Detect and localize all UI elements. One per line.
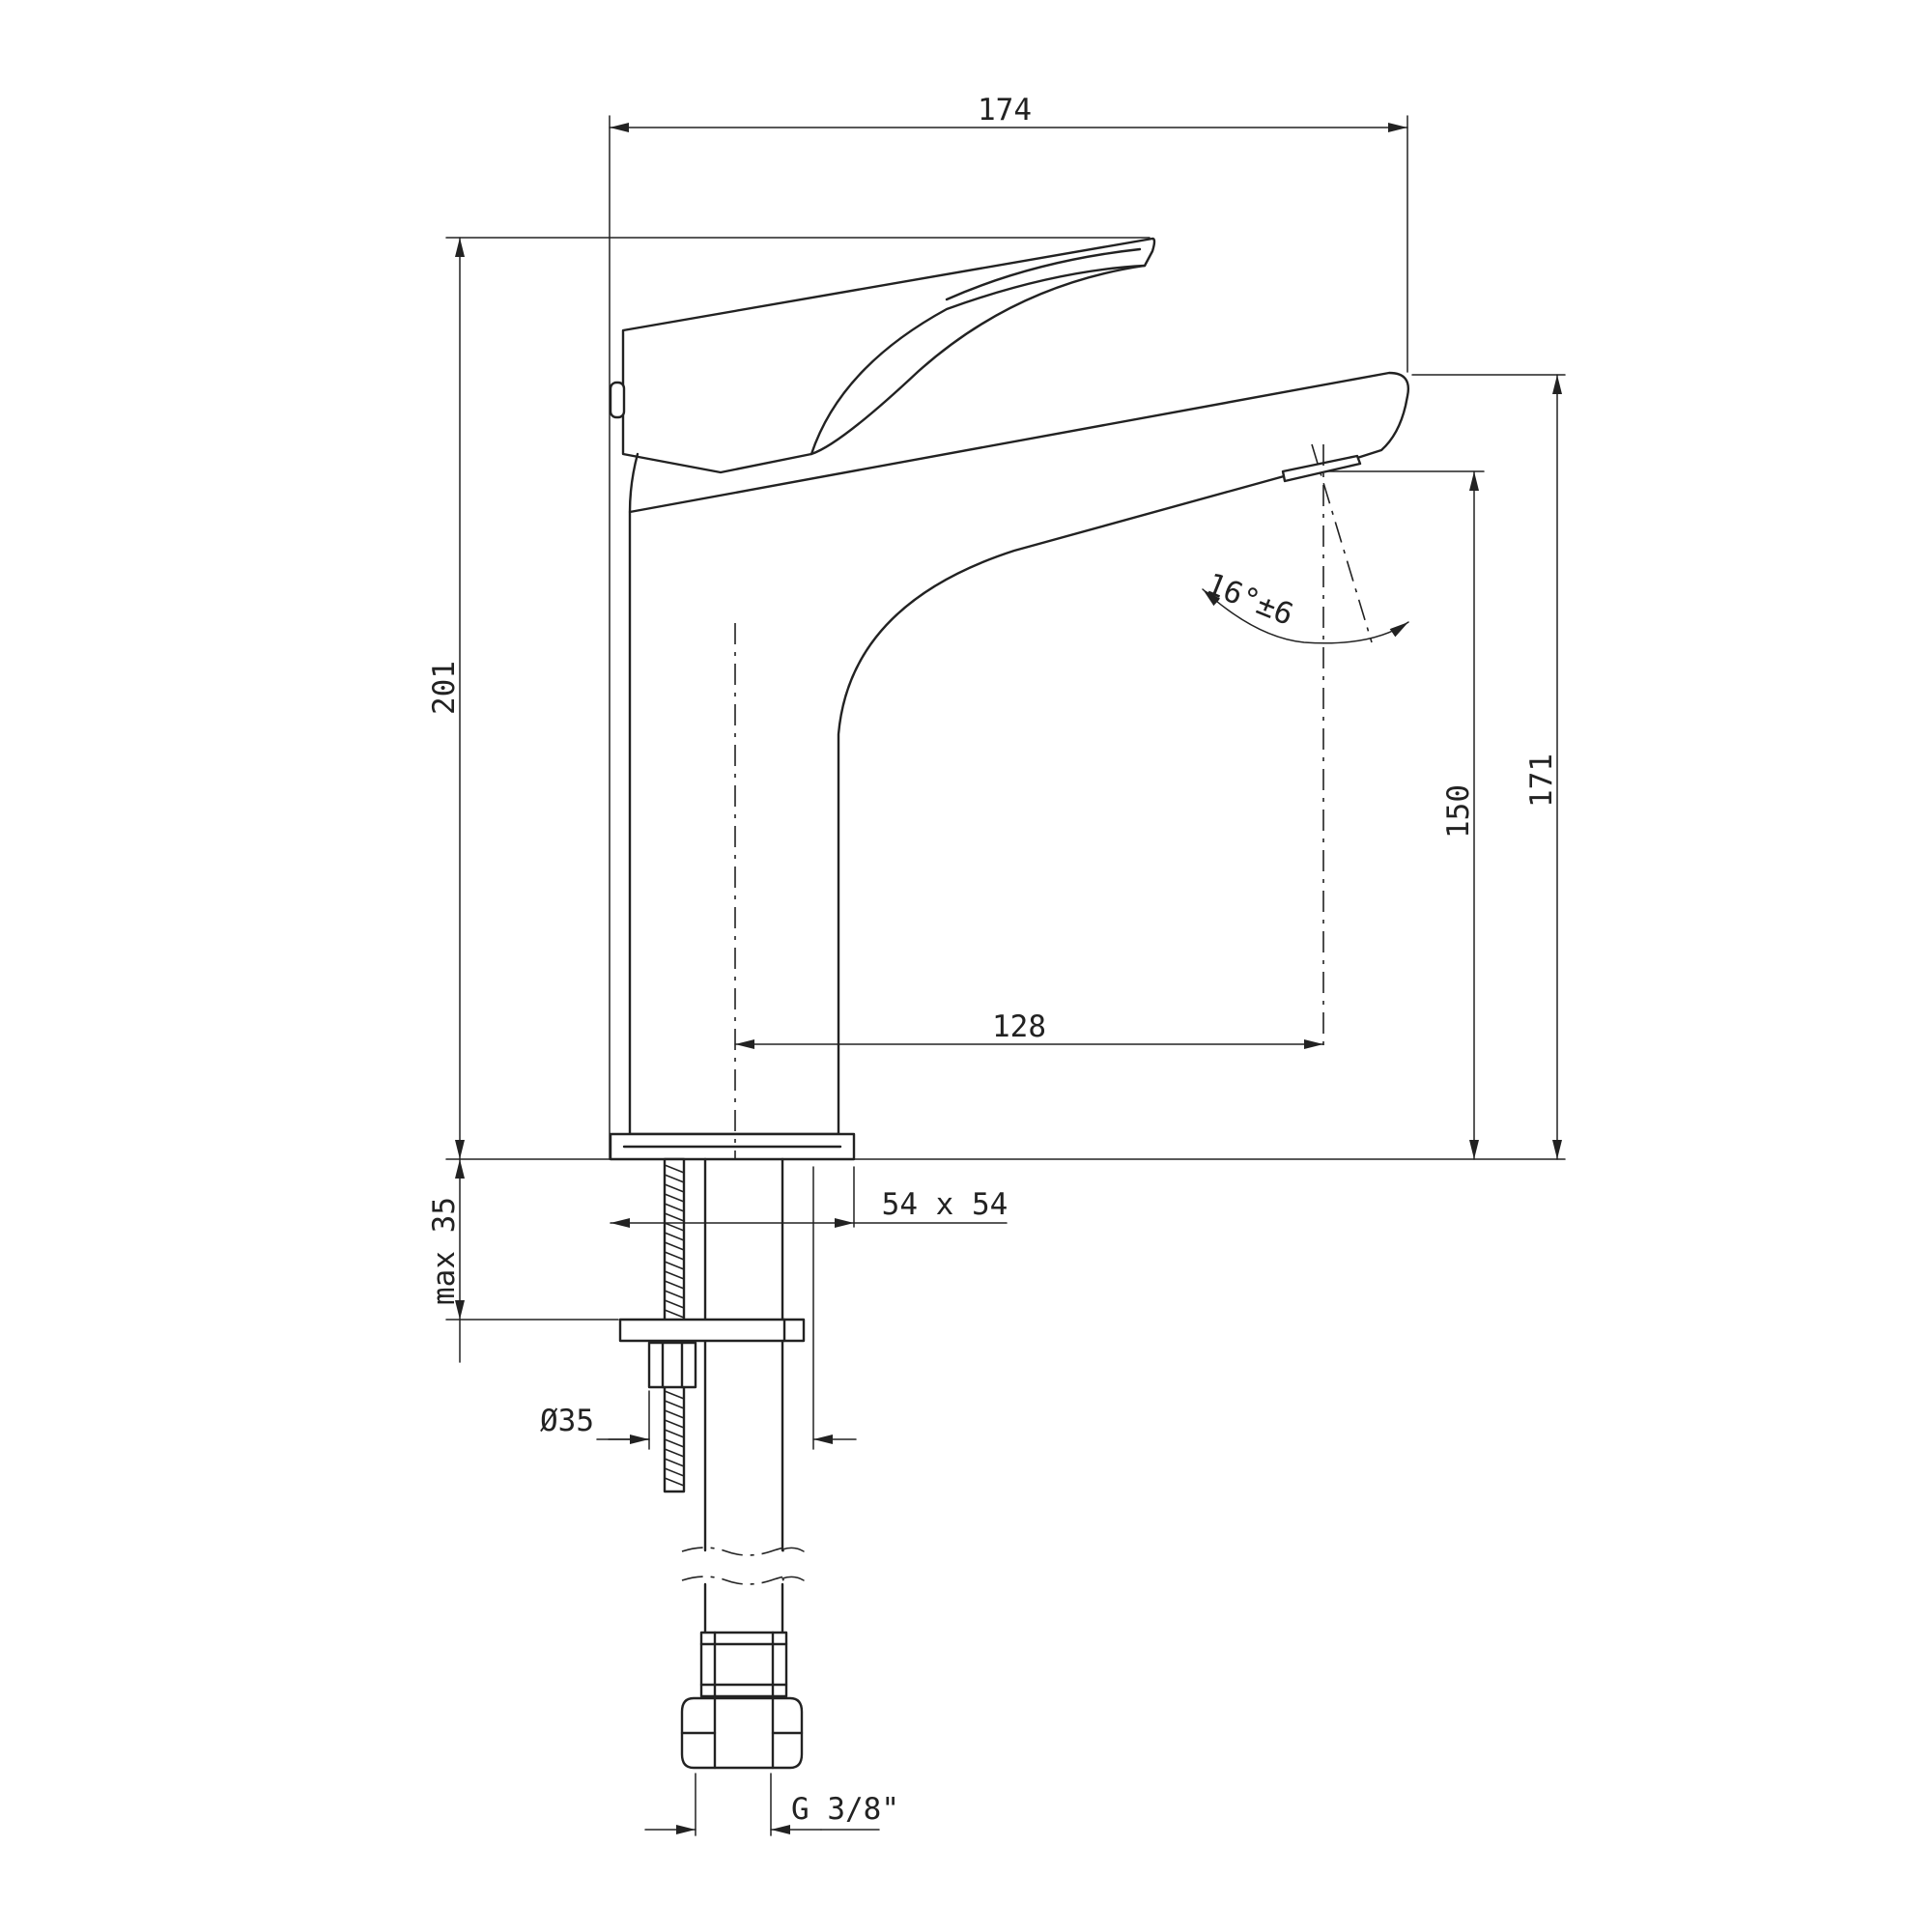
extension-lines — [445, 115, 1566, 1450]
dim-base-size: 54 x 54 — [882, 1187, 1009, 1222]
fixing-nut — [647, 1341, 697, 1389]
dim-spout-top-height: 171 — [1524, 753, 1559, 808]
side-knob — [609, 381, 626, 419]
dim-max-thickness: max 35 — [427, 1197, 462, 1305]
dimension-labels: 174 201 150 171 128 16°±6 54 x 54 max 35… — [427, 93, 1559, 1827]
dim-angle: 16°±6 — [1202, 567, 1298, 633]
lever-handle — [621, 237, 1156, 474]
dim-overall-height: 201 — [427, 661, 462, 715]
faucet-body — [609, 237, 1409, 1161]
dim-connection-thread: G 3/8" — [791, 1792, 899, 1827]
dim-spout-height: 150 — [1441, 784, 1476, 838]
dim-hole-diameter: Ø35 — [540, 1404, 594, 1438]
clamp-plate — [618, 1318, 806, 1343]
dim-spout-reach: 128 — [992, 1009, 1046, 1044]
mounting-hardware — [618, 1157, 806, 1770]
aerator — [1281, 454, 1362, 483]
dim-overall-width: 174 — [978, 93, 1032, 128]
dimension-lines — [455, 123, 1562, 1836]
